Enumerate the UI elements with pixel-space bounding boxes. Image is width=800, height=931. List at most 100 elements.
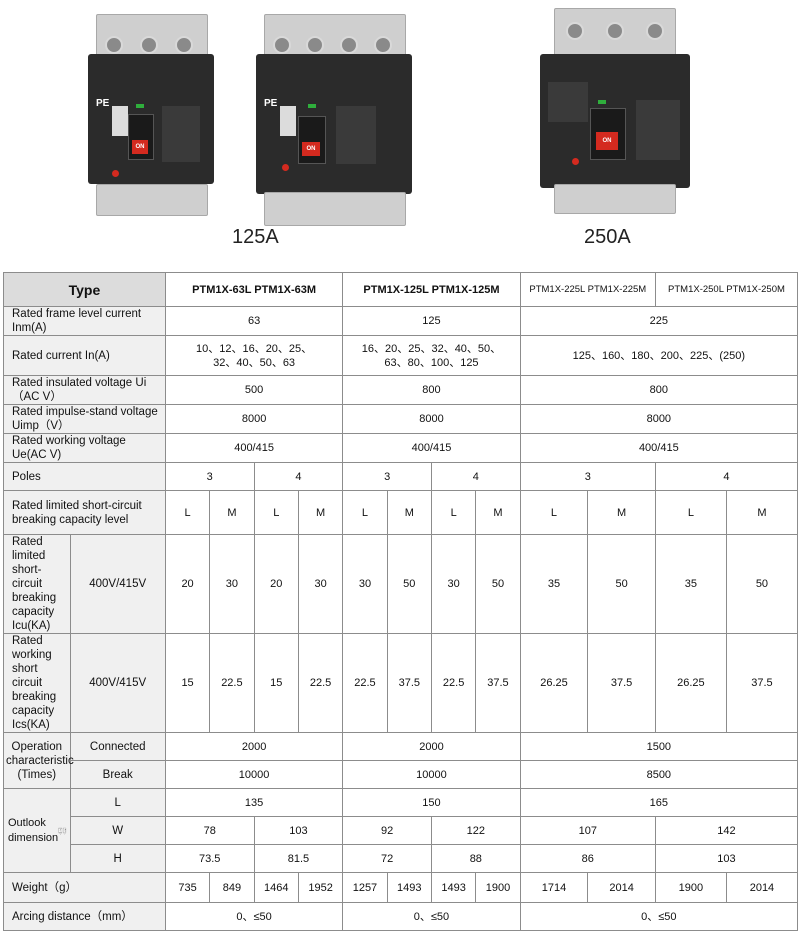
cell: 1464 bbox=[254, 873, 298, 903]
cell: 8000 bbox=[343, 405, 520, 434]
cell: 1257 bbox=[343, 873, 387, 903]
cell: 88 bbox=[431, 845, 520, 873]
cell: 125、160、180、200、225、(250) bbox=[520, 336, 797, 376]
ics-row: Rated working short circuit breaking cap… bbox=[4, 634, 798, 733]
cell: 800 bbox=[520, 376, 797, 405]
breaker-photo-4pole-125a: PE ON bbox=[256, 14, 412, 212]
rated-current-label: Rated current In(A) bbox=[4, 336, 166, 376]
cell: 50 bbox=[726, 535, 797, 634]
product-photos: PE ON PE ON ON bbox=[0, 0, 800, 270]
arcing-row: Arcing distance（mm） 0、≤50 0、≤50 0、≤50 bbox=[4, 903, 798, 931]
cell: L bbox=[655, 491, 726, 535]
cell: 15 bbox=[254, 634, 298, 733]
on-button: ON bbox=[302, 142, 320, 156]
cell: 4 bbox=[655, 463, 797, 491]
cell: 50 bbox=[387, 535, 431, 634]
insulated-voltage-row: Rated insulated voltage Ui（AC V） 500 800… bbox=[4, 376, 798, 405]
break-label: Break bbox=[70, 761, 165, 789]
cell: 72 bbox=[343, 845, 432, 873]
outlook-cell: Outlook dimension W H bbox=[4, 789, 71, 873]
frame-current-row: Rated frame level current Inm(A) 63 125 … bbox=[4, 307, 798, 336]
cell: 15 bbox=[165, 634, 209, 733]
cell: 165 bbox=[520, 789, 797, 817]
working-voltage-row: Rated working voltage Ue(AC V) 400/415 4… bbox=[4, 434, 798, 463]
operation-label: Operation characteristic (Times) bbox=[4, 733, 71, 789]
cell: 26.25 bbox=[655, 634, 726, 733]
outlook-label: Outlook dimension bbox=[6, 816, 58, 846]
cell: 125 bbox=[343, 307, 520, 336]
rated-current-row: Rated current In(A) 10、12、16、20、25、 32、40… bbox=[4, 336, 798, 376]
cell: 22.5 bbox=[343, 634, 387, 733]
brand-logo: PE bbox=[264, 98, 277, 109]
impulse-voltage-row: Rated impulse-stand voltage Uimp（V） 8000… bbox=[4, 405, 798, 434]
cell: 1900 bbox=[655, 873, 726, 903]
operation-break-row: Break 10000 10000 8500 bbox=[4, 761, 798, 789]
outlook-l-row: Outlook dimension W H L 135 150 165 bbox=[4, 789, 798, 817]
working-voltage-label: Rated working voltage Ue(AC V) bbox=[4, 434, 166, 463]
dimension-icon: W H bbox=[58, 806, 67, 856]
cell: 3 bbox=[520, 463, 655, 491]
cell: L bbox=[165, 491, 209, 535]
cell: 50 bbox=[588, 535, 656, 634]
arcing-label: Arcing distance（mm） bbox=[4, 903, 166, 931]
cell: 26.25 bbox=[520, 634, 588, 733]
breaker-photo-3pole-250a: ON bbox=[540, 8, 690, 208]
type-header: Type bbox=[4, 273, 166, 307]
cell-line: 16、20、25、32、40、50、 bbox=[362, 343, 501, 355]
cell: 849 bbox=[210, 873, 254, 903]
frame-current-label: Rated frame level current Inm(A) bbox=[4, 307, 166, 336]
cell: 10000 bbox=[165, 761, 342, 789]
specification-table: Type PTM1X-63L PTM1X-63M PTM1X-125L PTM1… bbox=[3, 272, 798, 892]
cell: 20 bbox=[165, 535, 209, 634]
cell: M bbox=[210, 491, 254, 535]
icon-h-label: H bbox=[65, 833, 66, 835]
weight-label: Weight（g） bbox=[4, 873, 166, 903]
cell: 500 bbox=[165, 376, 342, 405]
cell-line: 32、40、50、63 bbox=[213, 357, 295, 369]
icu-row: Rated limited short-circuit breaking cap… bbox=[4, 535, 798, 634]
cell: M bbox=[476, 491, 520, 535]
insulated-voltage-label: Rated insulated voltage Ui（AC V） bbox=[4, 376, 166, 405]
caption-125a: 125A bbox=[232, 226, 279, 249]
icu-label: Rated limited short-circuit breaking cap… bbox=[4, 535, 71, 634]
outlook-h-row: H 73.5 81.5 72 88 86 103 bbox=[4, 845, 798, 873]
cell: L bbox=[431, 491, 475, 535]
cell: 3 bbox=[343, 463, 432, 491]
brand-logo: PE bbox=[96, 98, 109, 109]
model-group-225: PTM1X-225L PTM1X-225M bbox=[520, 273, 655, 307]
cell-line: 10、12、16、20、25、 bbox=[196, 343, 312, 355]
cell: 4 bbox=[431, 463, 520, 491]
operation-connected-row: Operation characteristic (Times) Connect… bbox=[4, 733, 798, 761]
cell: 400/415 bbox=[343, 434, 520, 463]
outlook-w-label: W bbox=[70, 817, 165, 845]
cell-line: 63、80、100、125 bbox=[384, 357, 478, 369]
cell: 86 bbox=[520, 845, 655, 873]
connected-label: Connected bbox=[70, 733, 165, 761]
cell: 8000 bbox=[520, 405, 797, 434]
cell: 37.5 bbox=[588, 634, 656, 733]
cell: L bbox=[254, 491, 298, 535]
poles-label: Poles bbox=[4, 463, 166, 491]
cell: L bbox=[520, 491, 588, 535]
cell: 37.5 bbox=[726, 634, 797, 733]
cell: M bbox=[726, 491, 797, 535]
cell: 37.5 bbox=[476, 634, 520, 733]
cell: 135 bbox=[165, 789, 342, 817]
cell: 2000 bbox=[165, 733, 342, 761]
ics-voltage: 400V/415V bbox=[70, 634, 165, 733]
cell: 142 bbox=[655, 817, 797, 845]
cell: M bbox=[298, 491, 342, 535]
cell: 37.5 bbox=[387, 634, 431, 733]
cell: 30 bbox=[210, 535, 254, 634]
cell: 73.5 bbox=[165, 845, 254, 873]
cell: 0、≤50 bbox=[165, 903, 342, 931]
cell: 92 bbox=[343, 817, 432, 845]
cell: 1493 bbox=[387, 873, 431, 903]
cell: 2014 bbox=[726, 873, 797, 903]
model-group-250: PTM1X-250L PTM1X-250M bbox=[655, 273, 797, 307]
header-row: Type PTM1X-63L PTM1X-63M PTM1X-125L PTM1… bbox=[4, 273, 798, 307]
poles-row: Poles 3 4 3 4 3 4 bbox=[4, 463, 798, 491]
cell: 30 bbox=[298, 535, 342, 634]
cell: 735 bbox=[165, 873, 209, 903]
cell: 1493 bbox=[431, 873, 475, 903]
